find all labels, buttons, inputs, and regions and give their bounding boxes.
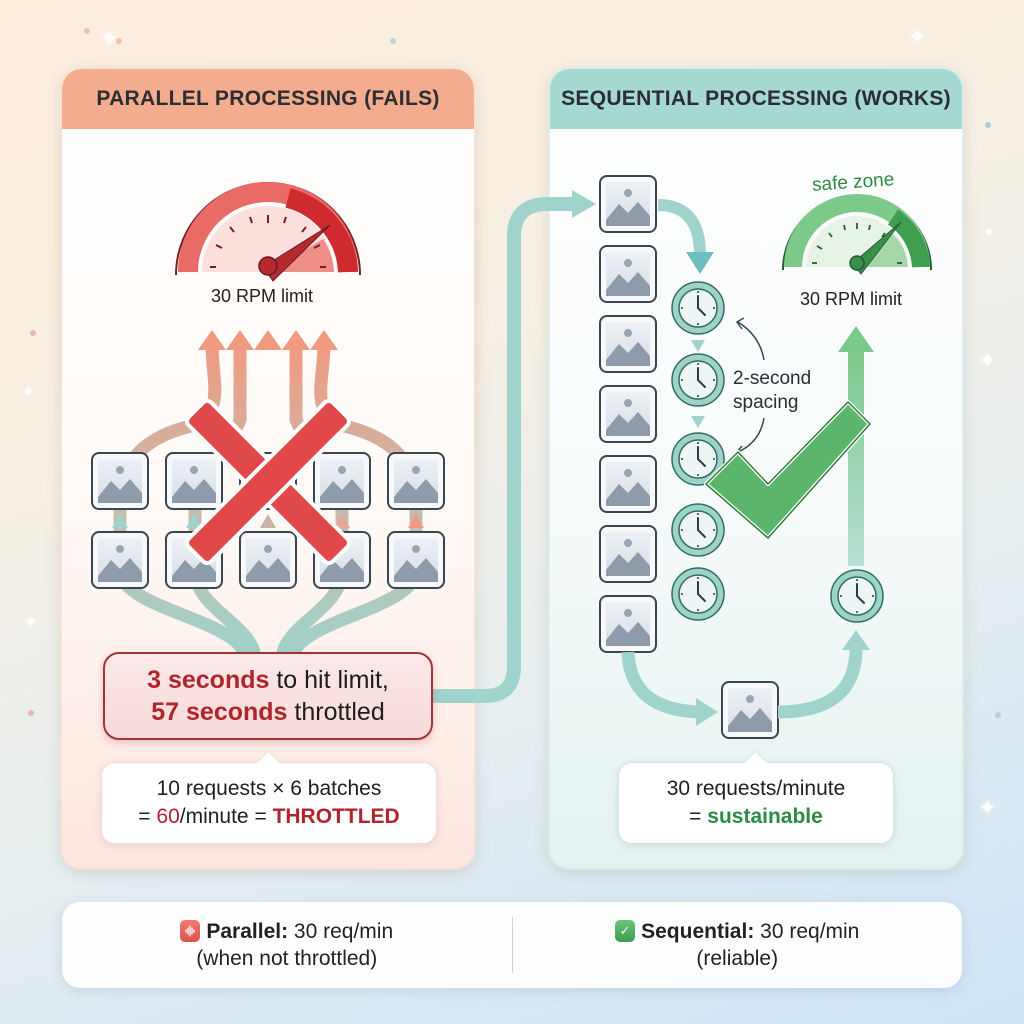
sparkle-icon: ✦	[100, 26, 119, 51]
spacing-label: 2-second spacing	[733, 368, 812, 413]
decor-dot	[995, 712, 1001, 718]
sparkle-icon: ✦	[978, 795, 997, 820]
sparkle-icon: ✦	[24, 614, 38, 631]
decor-dot	[985, 122, 991, 128]
parallel-panel-title: PARALLEL PROCESSING (FAILS)	[62, 69, 474, 129]
footer-parallel: Parallel: 30 req/min (when not throttled…	[62, 918, 512, 973]
sparkle-icon: ✦	[983, 224, 995, 240]
decor-dot	[116, 38, 122, 44]
parallel-rate-note: 10 requests × 6 batches = 60/minute = TH…	[101, 762, 437, 844]
sequential-panel-title: SEQUENTIAL PROCESSING (WORKS)	[550, 69, 962, 129]
throttle-callout: 3 seconds to hit limit, 57 seconds throt…	[103, 652, 433, 740]
sparkle-icon: ✦	[22, 384, 36, 401]
sparkle-icon: ✦	[908, 24, 927, 49]
red-waveform-icon	[180, 920, 201, 943]
sequential-gauge-label: 30 RPM limit	[800, 289, 903, 309]
footer-divider	[511, 917, 513, 973]
sequential-rate-note: 30 requests/minute = sustainable	[618, 762, 894, 844]
summary-footer: Parallel: 30 req/min (when not throttled…	[62, 902, 962, 988]
green-check-icon: ✓	[615, 920, 636, 943]
sparkle-icon: ✦	[978, 348, 997, 373]
decor-dot	[28, 710, 34, 716]
decor-dot	[30, 330, 36, 336]
decor-dot	[84, 28, 90, 34]
sustainable-status: sustainable	[707, 805, 823, 828]
decor-dot	[390, 38, 396, 44]
footer-sequential: ✓ Sequential: 30 req/min (reliable)	[513, 918, 963, 973]
parallel-gauge-label: 30 RPM limit	[211, 286, 314, 306]
sequential-panel: SEQUENTIAL PROCESSING (WORKS)	[548, 67, 964, 870]
throttled-status: THROTTLED	[272, 805, 400, 828]
